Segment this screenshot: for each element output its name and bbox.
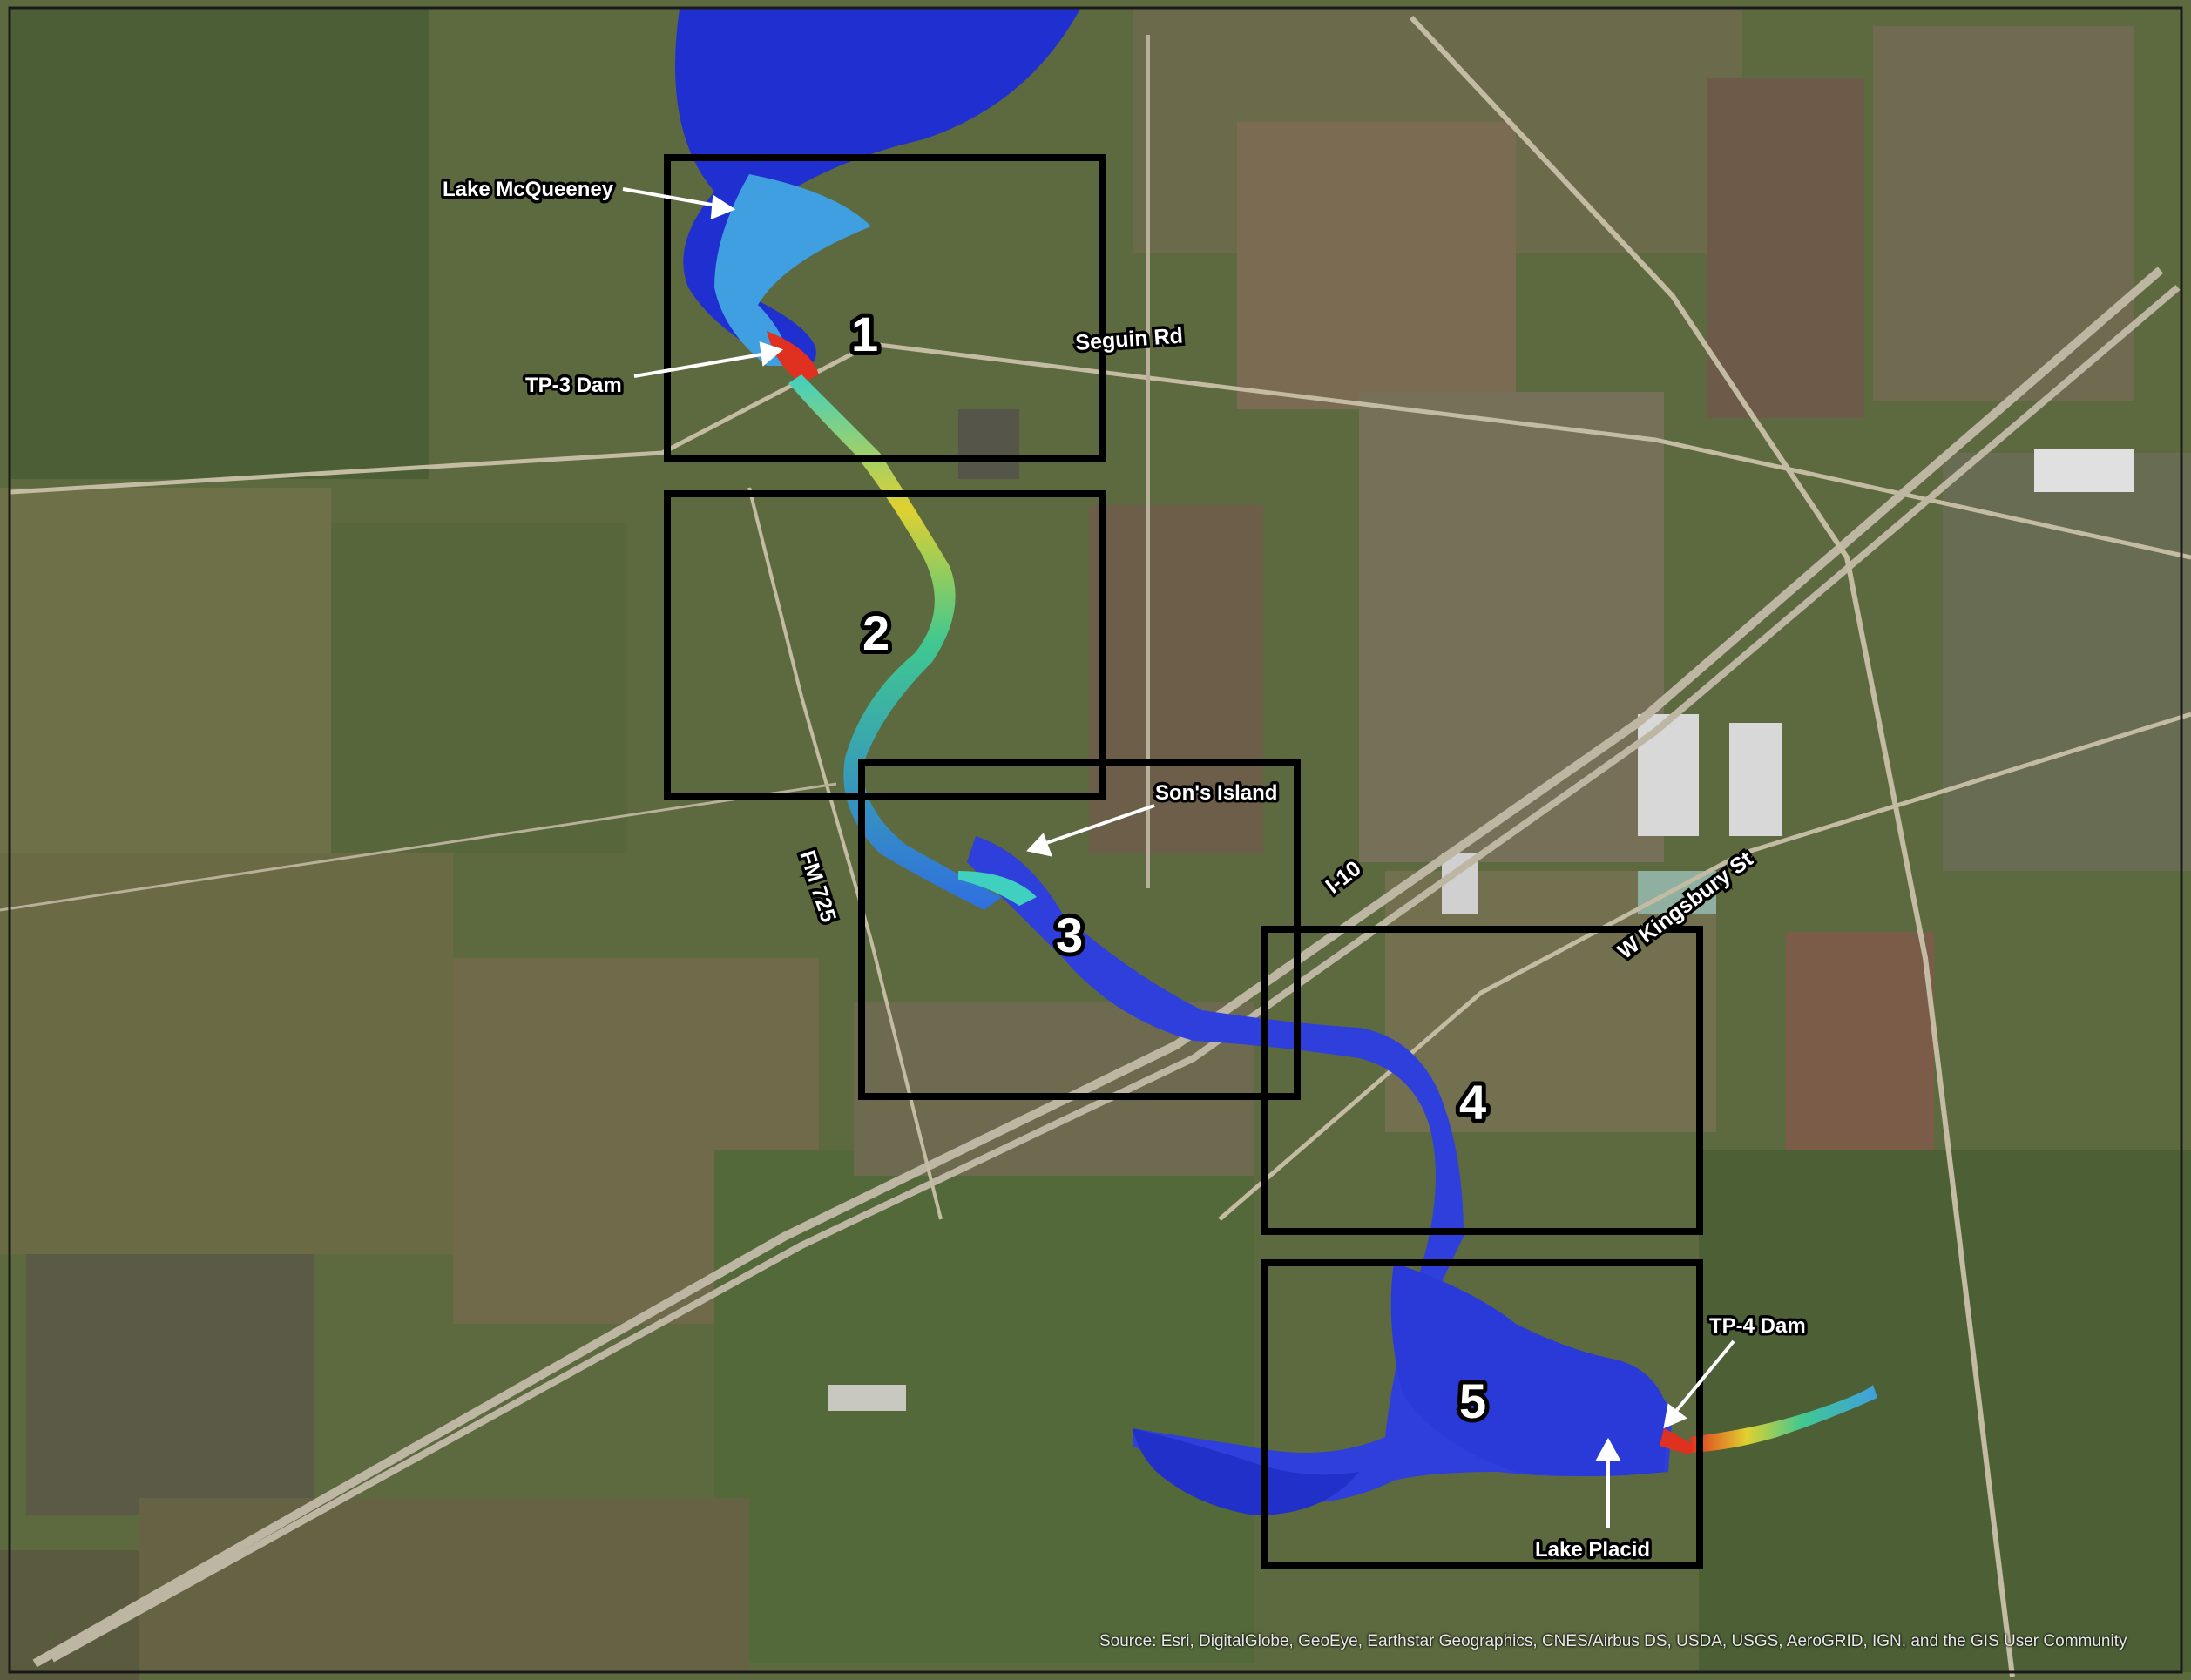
attribution-text: Source: Esri, DigitalGlobe, GeoEye, Eart…: [1099, 1632, 2127, 1650]
label-sons-island: Son's Island: [1155, 781, 1277, 805]
label-lake-placid: Lake Placid: [1535, 1538, 1650, 1562]
zone-numbers: 1 2 3 4 5: [847, 302, 1491, 1433]
zone-number-3: 3: [1056, 907, 1083, 962]
roads: [0, 15, 2191, 1677]
zone-box-1: [664, 154, 1106, 462]
map-frame: [8, 6, 2183, 1674]
zone-number-4: 4: [1459, 1075, 1486, 1130]
flood-extent: [675, 9, 1877, 1515]
zone-box-2: [664, 490, 1106, 800]
leader-arrows: [622, 187, 1735, 1528]
zone-boxes: [664, 154, 1703, 1569]
zone-box-4: [1261, 926, 1703, 1235]
label-tp4-dam: TP-4 Dam: [1709, 1314, 1806, 1338]
zone-number-2: 2: [862, 605, 889, 660]
label-tp3-dam: TP-3 Dam: [525, 374, 622, 397]
zone-number-1: 1: [851, 307, 878, 361]
label-lake-mcqueeney: Lake McQueeney: [443, 178, 614, 201]
zone-box-5: [1261, 1259, 1703, 1569]
zone-number-5: 5: [1459, 1373, 1486, 1428]
